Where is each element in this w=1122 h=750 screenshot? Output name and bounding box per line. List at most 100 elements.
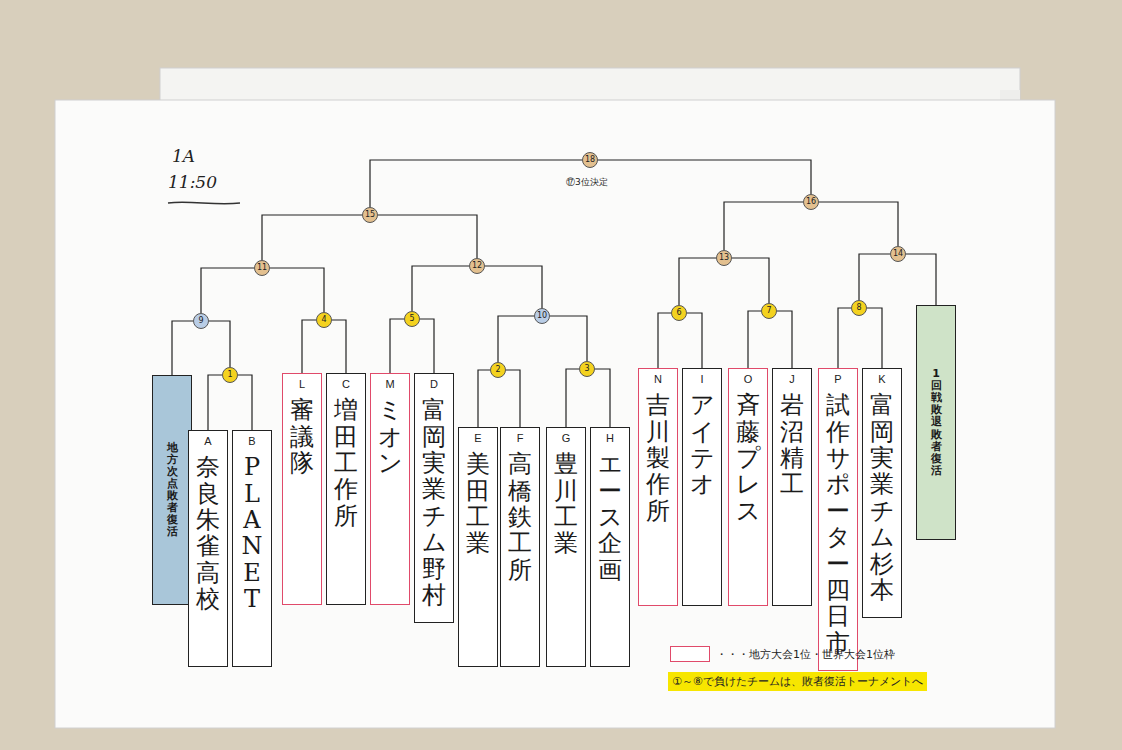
bracket-connector — [819, 202, 898, 246]
bracket-connector — [201, 268, 254, 313]
team-box: P 試作サポーター四日市 — [818, 368, 858, 671]
team-letter: G — [562, 432, 571, 445]
team-letter: A — [204, 435, 211, 448]
bracket-connector — [679, 258, 716, 305]
team-letter: P — [834, 373, 841, 386]
team-box: F高橋鉄工所 — [500, 427, 540, 667]
match-circle: 16 — [803, 194, 819, 210]
bracket-connector — [906, 254, 936, 305]
bracket-connector — [302, 320, 316, 373]
bracket-connector — [485, 266, 542, 308]
match-number: 13 — [719, 254, 729, 262]
match-number: 8 — [856, 304, 861, 312]
match-circle: 14 — [890, 246, 906, 262]
match-number: 15 — [365, 211, 375, 219]
match-number: 7 — [766, 307, 771, 315]
match-number: 16 — [806, 198, 816, 206]
team-name: エース企画 — [598, 451, 622, 583]
bracket-connector — [687, 313, 702, 368]
match-circle: 6 — [671, 305, 687, 321]
team-box: Mミオン — [370, 373, 410, 605]
match-circle: 11 — [254, 260, 270, 276]
team-name: 奈良朱雀高校 — [196, 454, 220, 612]
team-name: 吉川製作所 — [646, 392, 670, 524]
revival-text: 地方次点 敗者復活 — [167, 442, 178, 539]
bracket-connector — [332, 320, 346, 373]
team-name: 試作サポーター四日市 — [826, 392, 850, 656]
team-name: 富岡実業チム杉本 — [870, 392, 894, 603]
bracket-connector — [478, 370, 490, 427]
bracket-connector — [262, 215, 362, 260]
match-number: 5 — [409, 315, 414, 323]
match-circle: 10 — [534, 308, 550, 324]
bracket-connector — [412, 266, 469, 311]
bracket-connector — [732, 258, 769, 303]
team-name: アイテオ — [690, 392, 714, 498]
match-number: 14 — [893, 250, 903, 258]
team-name: PLANET — [240, 454, 264, 612]
legend-row: ・・・地方大会1位・世界大会1位枠 — [670, 646, 895, 662]
team-name: ミオン — [378, 397, 402, 476]
team-letter: J — [789, 373, 795, 386]
match-circle: 8 — [851, 300, 867, 316]
match-circle: 13 — [716, 250, 732, 266]
bracket-connector — [390, 319, 404, 373]
bracket-connector — [238, 375, 252, 430]
bracket-connector — [598, 160, 811, 194]
legend-sample — [670, 646, 710, 662]
team-box: O斉藤プレス — [728, 368, 768, 606]
team-letter: N — [654, 373, 662, 386]
match-circle: 3 — [579, 361, 595, 377]
revival-box: 1回戦敗退 敗者復活 — [916, 305, 956, 540]
handwritten-underline — [168, 202, 240, 204]
team-letter: F — [517, 432, 524, 445]
team-name: 増田工作所 — [334, 397, 358, 529]
team-box: G 豊川工業 — [546, 427, 586, 667]
team-box: C増田工作所 — [326, 373, 366, 605]
match-number: 10 — [537, 312, 547, 320]
match-circle: 7 — [761, 303, 777, 319]
match-circle: 4 — [316, 312, 332, 328]
team-name: 富岡実業チム野村 — [422, 397, 446, 608]
bracket-connector — [566, 369, 579, 427]
team-name: 豊川工業 — [554, 451, 578, 557]
bracket-connector — [378, 215, 477, 258]
team-box: K富岡実業チム杉本 — [862, 368, 902, 618]
team-box: N 吉川製作所 — [638, 368, 678, 606]
bracket-connector — [838, 308, 851, 368]
bracket-connector — [209, 321, 230, 367]
team-letter: B — [248, 435, 255, 448]
bracket-connector — [658, 313, 671, 368]
match-number: 1 — [227, 371, 232, 379]
match-number: 12 — [472, 262, 482, 270]
bracket-connector — [777, 311, 792, 368]
legend-text: ・・・地方大会1位・世界大会1位枠 — [716, 647, 895, 662]
revival-text: 1回戦敗退 敗者復活 — [931, 368, 942, 477]
team-box: J 岩沼精工 — [772, 368, 812, 606]
handwritten-note: 1A — [172, 146, 195, 166]
match-number: 3 — [584, 365, 589, 373]
bracket-connector — [748, 311, 761, 368]
bracket-connector — [270, 268, 324, 312]
match-number: 2 — [495, 366, 500, 374]
team-letter: D — [430, 378, 438, 391]
match-circle: 1 — [222, 367, 238, 383]
bracket-connector — [506, 370, 520, 427]
bracket-connector — [370, 160, 582, 207]
team-name: 岩沼精工 — [780, 392, 804, 498]
team-box: Iアイテオ — [682, 368, 722, 606]
bracket-connector — [172, 321, 193, 375]
team-box: B PLANET — [232, 430, 272, 667]
team-box: D 富岡実業チム野村 — [414, 373, 454, 623]
match-number: 18 — [585, 156, 595, 164]
match-circle: 12 — [469, 258, 485, 274]
third-place-note: ⑰3位決定 — [566, 176, 608, 189]
match-number: 11 — [257, 264, 267, 272]
bracket-connector — [550, 316, 587, 361]
bracket-connector — [420, 319, 434, 373]
match-circle: 18 — [582, 152, 598, 168]
paper-sheet — [55, 100, 1055, 728]
highlight-note: ①～⑧で負けたチームは、敗者復活トーナメントへ — [668, 672, 927, 691]
match-circle: 9 — [193, 313, 209, 329]
